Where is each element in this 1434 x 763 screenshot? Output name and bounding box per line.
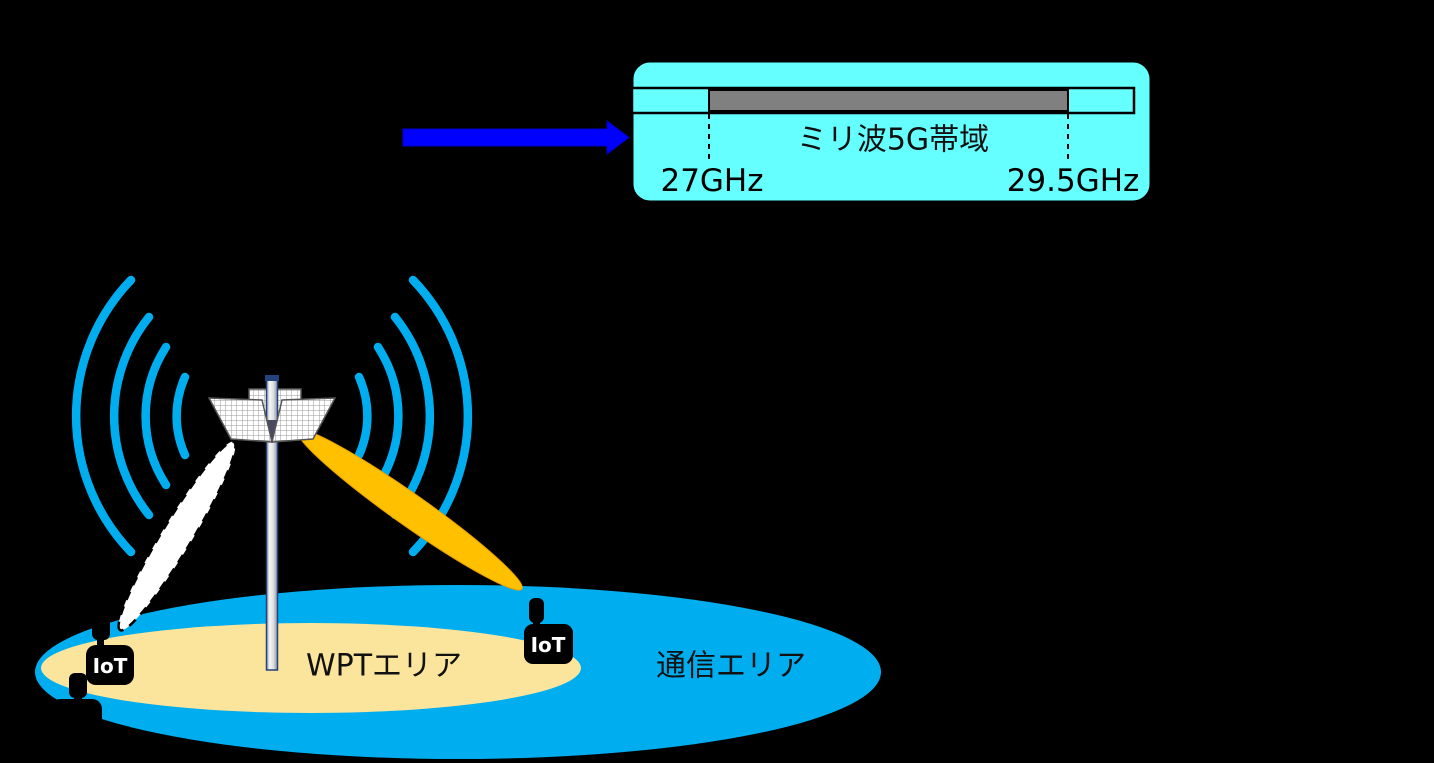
wave-arc-right-2 (373, 342, 403, 490)
wave-arc-left-3 (109, 312, 154, 520)
iot-right-antenna-neck (533, 619, 540, 628)
iot-device-partial (50, 673, 102, 743)
iot-partial-body (50, 699, 102, 743)
arrow-right-icon (402, 120, 630, 155)
freq-end-label: 29.5GHz (1007, 163, 1140, 199)
iot-left-label: IoT (93, 654, 128, 678)
iot-right-label: IoT (531, 633, 566, 657)
wave-arc-right-1 (354, 372, 372, 460)
iot-left-antenna-neck (97, 637, 104, 649)
iot-device-right: IoT (524, 598, 573, 664)
iot-device-left: IoT (86, 614, 134, 685)
mmwave-band-segment (708, 89, 1069, 112)
iot-right-antenna-icon (529, 598, 544, 623)
wpt-area-ellipse (41, 623, 581, 713)
wpt-area-label: WPTエリア (306, 649, 462, 684)
wave-arc-left-1 (172, 372, 190, 460)
wave-arc-left-2 (141, 342, 171, 490)
iot-left-antenna-icon (92, 614, 110, 640)
wpt-beam (117, 440, 237, 632)
comm-area-label: 通信エリア (656, 649, 806, 684)
base-station-tower (207, 375, 337, 671)
frequency-band-panel: ミリ波5G帯域 27GHz 29.5GHz (630, 59, 1153, 204)
iot-right-body (524, 624, 573, 664)
iot-partial-antenna-icon (69, 673, 87, 698)
iot-left-body (86, 645, 134, 685)
pole-cap (265, 375, 279, 381)
band-label: ミリ波5G帯域 (797, 123, 989, 158)
antenna-right-wing (271, 397, 337, 443)
freq-start-label: 27GHz (660, 163, 763, 199)
wave-arc-left-4 (71, 275, 136, 557)
iot-partial-antenna-neck (74, 694, 82, 702)
